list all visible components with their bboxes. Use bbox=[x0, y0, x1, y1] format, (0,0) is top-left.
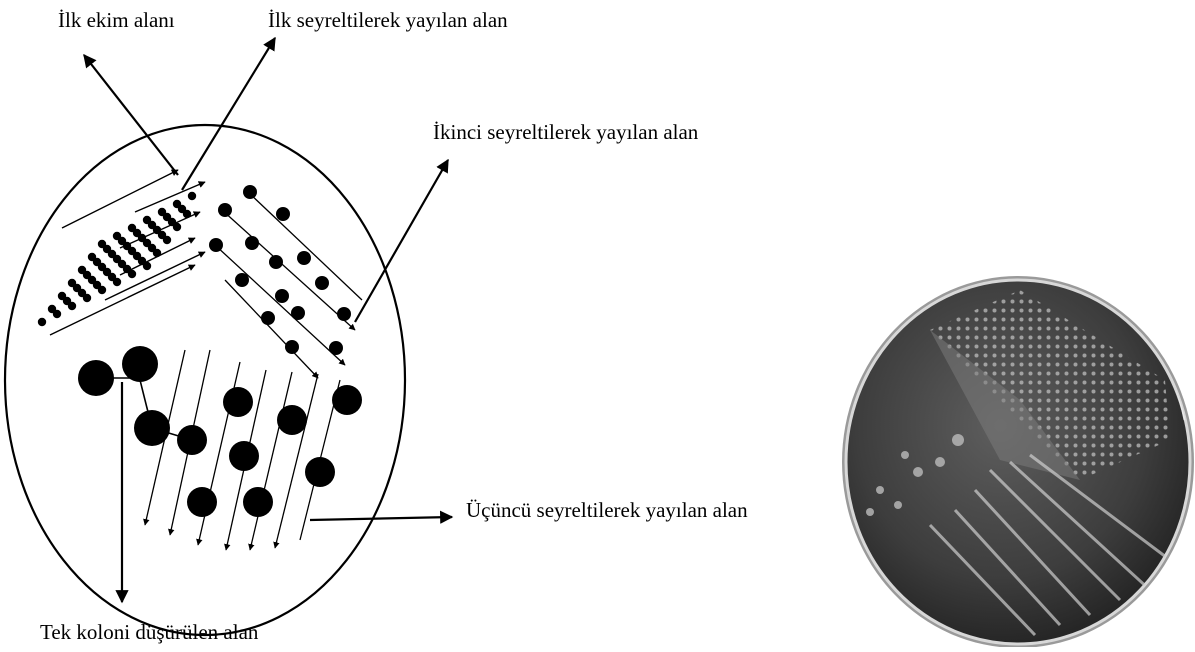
label-third-dilution-area: Üçüncü seyreltilerek yayılan alan bbox=[466, 500, 748, 521]
agar-plate-photo bbox=[842, 276, 1194, 647]
inoculum-dot bbox=[143, 216, 151, 224]
inoculum-dot bbox=[58, 292, 66, 300]
petri-dish-outline bbox=[5, 125, 405, 635]
second-dilution-area bbox=[209, 185, 362, 378]
inoculum-dot bbox=[113, 232, 121, 240]
inoculum-dot bbox=[173, 200, 181, 208]
inoculum-dot bbox=[78, 266, 86, 274]
inoculum-dot bbox=[88, 253, 96, 261]
inoculum-dot bbox=[48, 305, 56, 313]
label-first-inoculation-area: İlk ekim alanı bbox=[58, 10, 175, 31]
label-first-dilution-area: İlk seyreltilerek yayılan alan bbox=[268, 10, 508, 31]
inoculum-dot bbox=[128, 224, 136, 232]
inoculum-dot bbox=[38, 318, 46, 326]
inoculum-dot bbox=[68, 279, 76, 287]
label-single-colony-area: Tek koloni düşürülen alan bbox=[40, 622, 258, 643]
first-inoculation-area bbox=[38, 170, 205, 335]
label-second-dilution-area: İkinci seyreltilerek yayılan alan bbox=[433, 122, 698, 143]
inoculum-dot bbox=[158, 208, 166, 216]
inoculum-dot bbox=[98, 240, 106, 248]
inoculum-dot bbox=[188, 192, 196, 200]
